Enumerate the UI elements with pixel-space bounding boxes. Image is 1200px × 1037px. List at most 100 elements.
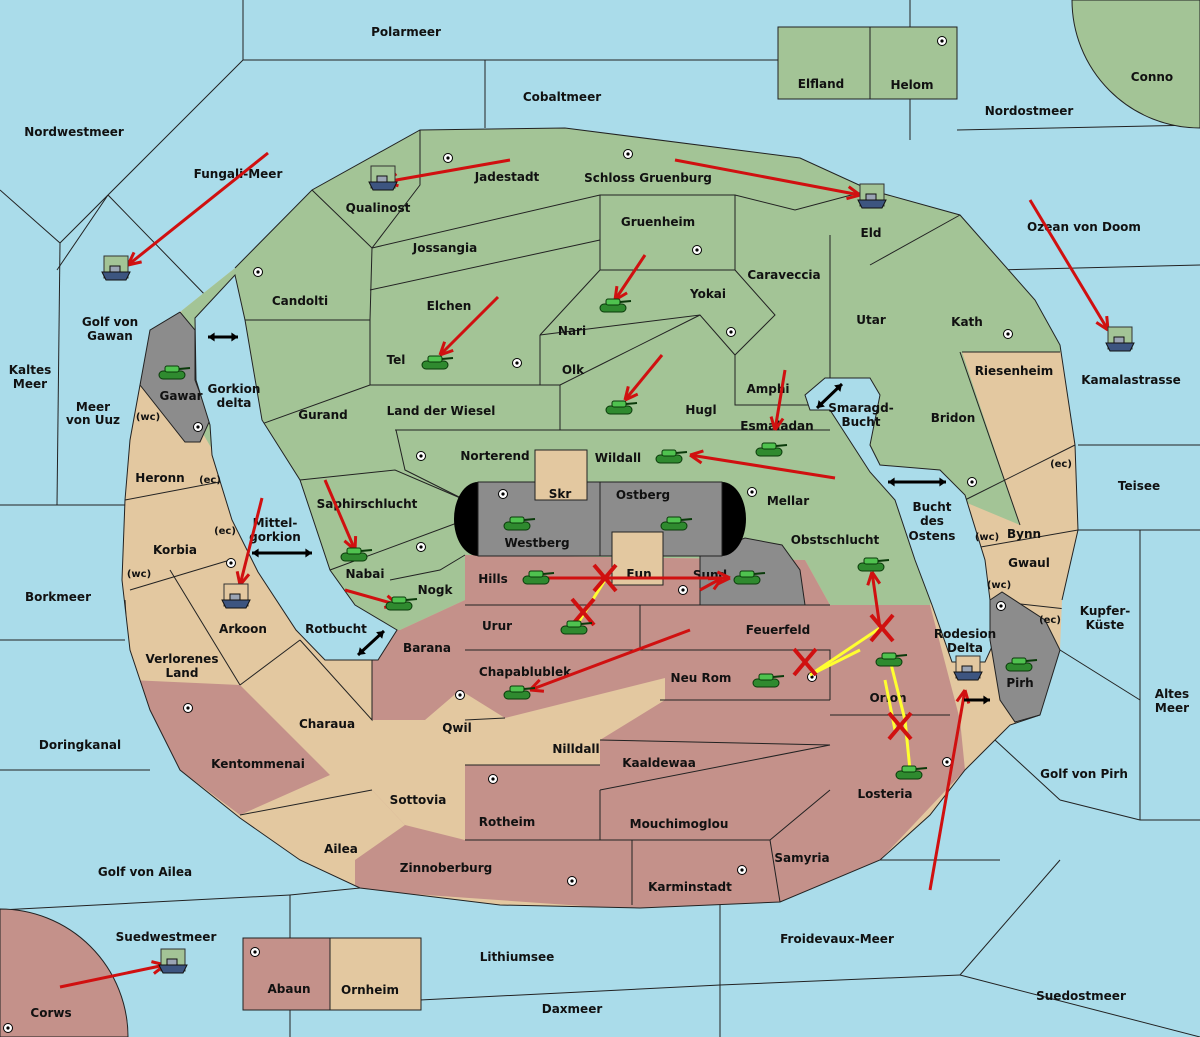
army-tank-icon-esmaladan[interactable] xyxy=(755,442,788,457)
region-label-utar[interactable]: Utar xyxy=(856,313,886,327)
army-tank-icon-tel[interactable] xyxy=(421,355,454,370)
region-label-suedostmeer[interactable]: Suedostmeer xyxy=(1036,989,1126,1003)
region-label-gawan[interactable]: Gawan xyxy=(87,329,133,343)
region-label-meer[interactable]: Meer xyxy=(13,377,47,391)
army-tank-icon-urur[interactable] xyxy=(560,620,593,635)
region-label-altes[interactable]: Altes xyxy=(1155,687,1189,701)
region-label-gurand[interactable]: Gurand xyxy=(298,408,348,422)
region-label-meer[interactable]: Meer xyxy=(1155,701,1189,715)
region-label-nogk[interactable]: Nogk xyxy=(418,583,454,597)
region-label-gwaul[interactable]: Gwaul xyxy=(1008,556,1050,570)
region-label-qwil[interactable]: Qwil xyxy=(442,721,472,735)
region-label-ostberg[interactable]: Ostberg xyxy=(616,488,670,502)
region-label-rodesion[interactable]: Rodesion xyxy=(934,627,996,641)
region-label-kupfer[interactable]: Kupfer- xyxy=(1080,604,1130,618)
army-tank-icon-nabai[interactable] xyxy=(340,547,373,562)
region-label-froidevaux-meer[interactable]: Froidevaux-Meer xyxy=(780,932,894,946)
region-label-bucht[interactable]: Bucht xyxy=(912,500,951,514)
region-label-kath[interactable]: Kath xyxy=(951,315,983,329)
region-label-norterend[interactable]: Norterend xyxy=(460,449,529,463)
region-label-jadestadt[interactable]: Jadestadt xyxy=(474,170,540,184)
region-label-heronn[interactable]: Heronn xyxy=(135,471,184,485)
region-label-verlorenes[interactable]: Verlorenes xyxy=(146,652,219,666)
region-label-rotheim[interactable]: Rotheim xyxy=(479,815,536,829)
region-label-rotbucht[interactable]: Rotbucht xyxy=(305,622,367,636)
region-label-riesenheim[interactable]: Riesenheim xyxy=(975,364,1054,378)
army-tank-icon-nogk[interactable] xyxy=(385,596,418,611)
region-label-westberg[interactable]: Westberg xyxy=(504,536,569,550)
region-label-sottovia[interactable]: Sottovia xyxy=(390,793,447,807)
fleet-ship-icon-arkoon[interactable] xyxy=(221,583,251,609)
region-label-jossangia[interactable]: Jossangia xyxy=(412,241,477,255)
region-label-kamalastrasse[interactable]: Kamalastrasse xyxy=(1081,373,1181,387)
region-label-charaua[interactable]: Charaua xyxy=(299,717,355,731)
army-tank-icon-pirh[interactable] xyxy=(1005,657,1038,672)
region-label-nilldall[interactable]: Nilldall xyxy=(552,742,599,756)
region-label-skr[interactable]: Skr xyxy=(549,487,572,501)
region-label-elfland[interactable]: Elfland xyxy=(798,77,844,91)
region-label-neu-rom[interactable]: Neu Rom xyxy=(671,671,732,685)
region-label-bucht[interactable]: Bucht xyxy=(841,415,880,429)
fleet-ship-icon-eld[interactable] xyxy=(857,183,887,209)
army-tank-icon-losteria[interactable] xyxy=(895,765,928,780)
region-label-chapablublek[interactable]: Chapablublek xyxy=(479,665,572,679)
region-label-nordwestmeer[interactable]: Nordwestmeer xyxy=(24,125,124,139)
region-label-zinnoberburg[interactable]: Zinnoberburg xyxy=(400,861,492,875)
region-label-corws[interactable]: Corws xyxy=(30,1006,71,1020)
region-label-abaun[interactable]: Abaun xyxy=(267,982,310,996)
region-label-caraveccia[interactable]: Caraveccia xyxy=(747,268,820,282)
army-tank-icon-chapablublek[interactable] xyxy=(503,685,536,700)
region-label-smaragd[interactable]: Smaragd- xyxy=(828,401,893,415)
region-label-olk[interactable]: Olk xyxy=(562,363,585,377)
region-label-tel[interactable]: Tel xyxy=(387,353,406,367)
region-label-arkoon[interactable]: Arkoon xyxy=(219,622,267,636)
region-label-nordostmeer[interactable]: Nordostmeer xyxy=(985,104,1074,118)
army-tank-icon-hills[interactable] xyxy=(522,570,555,585)
region-label-mellar[interactable]: Mellar xyxy=(767,494,809,508)
region-label-teisee[interactable]: Teisee xyxy=(1118,479,1160,493)
region-label-samyria[interactable]: Samyria xyxy=(774,851,829,865)
fleet-ship-icon-rodesion-delta[interactable] xyxy=(953,655,983,681)
region-label-candolti[interactable]: Candolti xyxy=(272,294,328,308)
region-label-kaltes[interactable]: Kaltes xyxy=(9,363,52,377)
region-label-yokai[interactable]: Yokai xyxy=(689,287,726,301)
region-label-hugl[interactable]: Hugl xyxy=(685,403,716,417)
region-label-bridon[interactable]: Bridon xyxy=(931,411,976,425)
region-label-eld[interactable]: Eld xyxy=(861,226,882,240)
region-label-meer[interactable]: Meer xyxy=(76,400,110,414)
region-label-gruenheim[interactable]: Gruenheim xyxy=(621,215,695,229)
region-label-qualinost[interactable]: Qualinost xyxy=(346,201,411,215)
region-label-losteria[interactable]: Losteria xyxy=(857,787,912,801)
region-label-doringkanal[interactable]: Doringkanal xyxy=(39,738,121,752)
region-label-gorkion[interactable]: Gorkion xyxy=(208,382,261,396)
army-tank-icon-orlon[interactable] xyxy=(875,652,908,667)
army-tank-icon-sund[interactable] xyxy=(733,570,766,585)
region-label-ailea[interactable]: Ailea xyxy=(324,842,358,856)
region-label-kentommenai[interactable]: Kentommenai xyxy=(211,757,305,771)
army-tank-icon-nari[interactable] xyxy=(599,298,632,313)
region-label-saphirschlucht[interactable]: Saphirschlucht xyxy=(317,497,418,511)
fleet-ship-icon-suedwestmeer[interactable] xyxy=(158,948,188,974)
region-label-nabai[interactable]: Nabai xyxy=(346,567,385,581)
region-label-gawar[interactable]: Gawar xyxy=(159,389,202,403)
region-label-barana[interactable]: Barana xyxy=(403,641,451,655)
region-label-mittel[interactable]: Mittel- xyxy=(253,516,298,530)
region-label-nari[interactable]: Nari xyxy=(558,324,586,338)
army-tank-icon-westberg[interactable] xyxy=(503,516,536,531)
army-tank-icon-obstschlucht[interactable] xyxy=(857,557,890,572)
region-label-karminstadt[interactable]: Karminstadt xyxy=(648,880,732,894)
region-label-amphi[interactable]: Amphi xyxy=(746,382,789,396)
army-tank-icon-ostberg[interactable] xyxy=(660,516,693,531)
region-label-ku-ste[interactable]: Küste xyxy=(1086,618,1125,632)
region-label-hills[interactable]: Hills xyxy=(478,572,508,586)
fleet-ship-icon-kamalastrasse[interactable] xyxy=(1105,326,1135,352)
army-tank-icon-neu-rom[interactable] xyxy=(752,673,785,688)
region-label-korbia[interactable]: Korbia xyxy=(153,543,197,557)
region-label-von-uuz[interactable]: von Uuz xyxy=(66,413,120,427)
region-label-feuerfeld[interactable]: Feuerfeld xyxy=(746,623,811,637)
region-label-helom[interactable]: Helom xyxy=(890,78,933,92)
region-label-wildall[interactable]: Wildall xyxy=(595,451,641,465)
army-tank-icon-gawar[interactable] xyxy=(158,365,191,380)
region-label-obstschlucht[interactable]: Obstschlucht xyxy=(791,533,880,547)
region-label-conno[interactable]: Conno xyxy=(1131,70,1173,84)
